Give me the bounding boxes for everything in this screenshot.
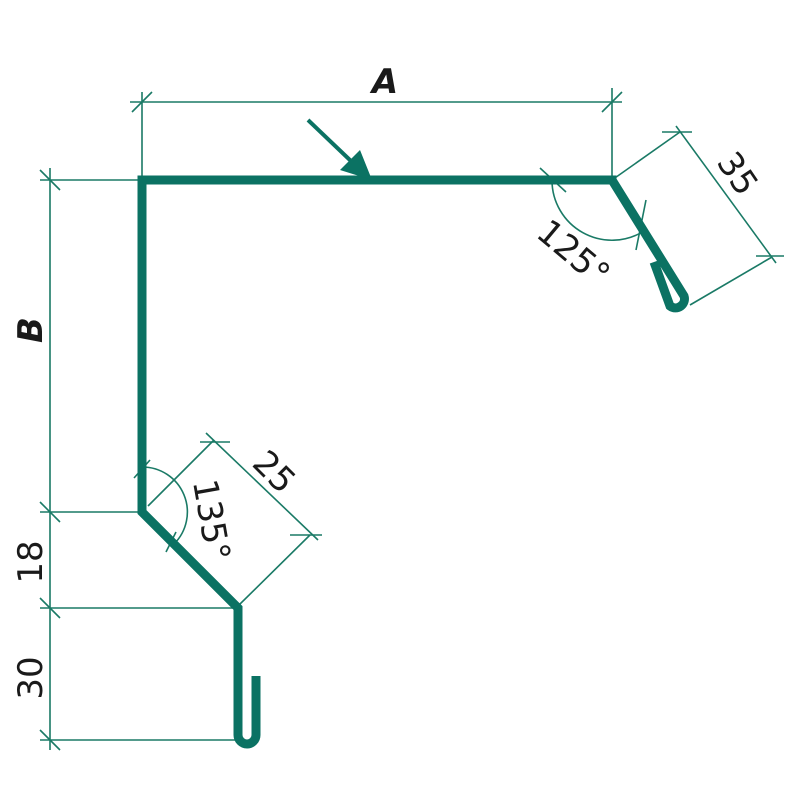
label-b: B [11, 317, 51, 343]
profile-main-bend [137, 175, 612, 749]
dimension-lines [39, 88, 784, 751]
tick [39, 597, 61, 619]
profile-top-hem [608, 177, 689, 313]
extension-line [239, 534, 311, 605]
label-18: 18 [11, 540, 51, 583]
tick [39, 729, 61, 751]
label-a: A [369, 62, 398, 102]
label-25: 25 [244, 443, 303, 502]
extension-line [689, 256, 773, 306]
arrow-icon [306, 118, 372, 180]
tick [39, 501, 61, 523]
tick [39, 169, 61, 191]
label-angle-125: 125° [529, 212, 617, 295]
tick [601, 91, 623, 113]
angle-arc-125 [551, 179, 645, 242]
extension-line [611, 131, 681, 181]
label-35: 35 [708, 145, 765, 203]
profile [137, 175, 689, 749]
tick [131, 91, 153, 113]
extension-line [147, 439, 215, 507]
label-30: 30 [11, 656, 51, 699]
angle-arc-135 [141, 466, 189, 545]
dimension-line-35 [675, 125, 777, 264]
label-angle-135: 135° [184, 476, 238, 564]
dimension-line-25 [205, 432, 319, 541]
